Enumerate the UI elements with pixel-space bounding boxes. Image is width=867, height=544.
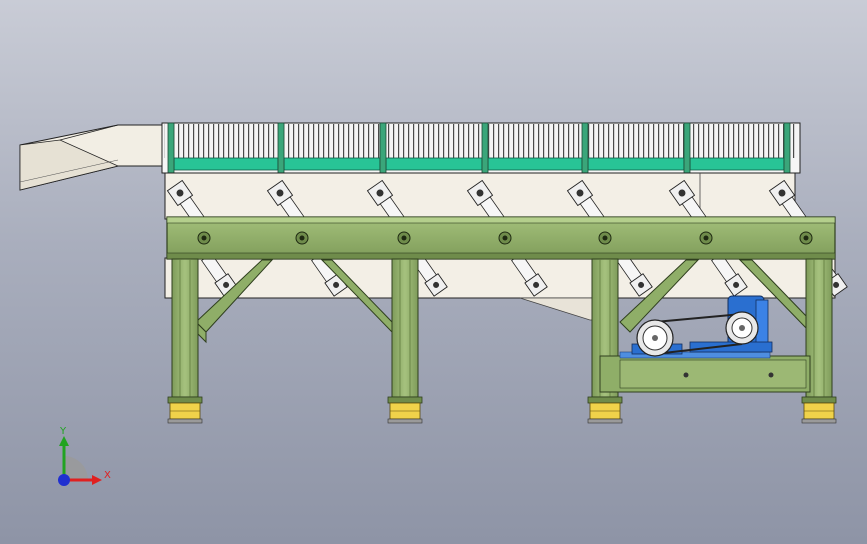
link-pin <box>333 281 340 288</box>
beam-bolt-hole <box>602 235 608 241</box>
y-axis-label: Y <box>59 426 67 437</box>
foot-base <box>167 418 203 424</box>
teal-panel-row <box>173 157 785 171</box>
foot-plate <box>801 396 837 404</box>
lower-link-row <box>201 253 848 297</box>
link-pin <box>638 281 645 288</box>
drive-belt <box>654 313 743 355</box>
foot-base <box>801 418 837 424</box>
link-pin <box>433 281 440 288</box>
teal-panel <box>487 157 583 171</box>
link-pin <box>223 281 230 288</box>
link-pin <box>276 189 284 197</box>
foot-base <box>587 418 623 424</box>
beam-bolt-row <box>197 231 813 245</box>
teal-panel <box>283 157 381 171</box>
z-axis-dot <box>58 474 70 486</box>
upper-spring-link <box>266 179 305 225</box>
beam-bolt-hole <box>299 235 305 241</box>
foot-row <box>167 396 837 424</box>
upper-spring-link <box>566 179 605 225</box>
foot-plate <box>167 396 203 404</box>
teal-panel <box>587 157 685 171</box>
link-pin <box>778 189 786 197</box>
link-pin <box>576 189 584 197</box>
link-pin <box>833 281 840 288</box>
foot-plate <box>387 396 423 404</box>
link-pin <box>476 189 484 197</box>
link-pin <box>176 189 184 197</box>
deck-divider-post <box>379 122 387 174</box>
support-leg <box>171 258 199 398</box>
upper-spring-link <box>768 179 807 225</box>
foot-base <box>387 418 423 424</box>
motor-base <box>599 351 811 393</box>
beam-bolt-hole <box>401 235 407 241</box>
link-pin <box>533 281 540 288</box>
upper-spring-link <box>668 179 707 225</box>
teal-panel <box>385 157 483 171</box>
lower-spring-link <box>411 253 448 297</box>
upper-spring-link <box>366 179 405 225</box>
deck-divider-post <box>481 122 489 174</box>
teal-panel <box>173 157 279 171</box>
deck-divider-post <box>167 122 175 174</box>
foot-plate <box>587 396 623 404</box>
lower-spring-link <box>616 253 653 297</box>
beam-bolt-hole <box>803 235 809 241</box>
beam-bolt-hole <box>502 235 508 241</box>
link-pin <box>678 189 686 197</box>
beam-bolt-hole <box>201 235 207 241</box>
screen-deck <box>161 122 801 174</box>
deck-divider-post <box>683 122 691 174</box>
link-pin <box>376 189 384 197</box>
deck-divider-post <box>277 122 285 174</box>
link-pin <box>733 281 740 288</box>
large-pulley <box>636 319 674 357</box>
support-leg <box>391 258 419 398</box>
motor-pulley <box>725 311 759 345</box>
coordinate-triad: Y X <box>58 426 111 486</box>
discharge-chute <box>19 124 176 191</box>
teal-panel <box>689 157 785 171</box>
deck-divider-post <box>581 122 589 174</box>
x-axis-label: X <box>104 470 111 481</box>
deck-divider-post <box>783 122 791 174</box>
brace-group <box>195 259 809 344</box>
beam-bolt-hole <box>703 235 709 241</box>
